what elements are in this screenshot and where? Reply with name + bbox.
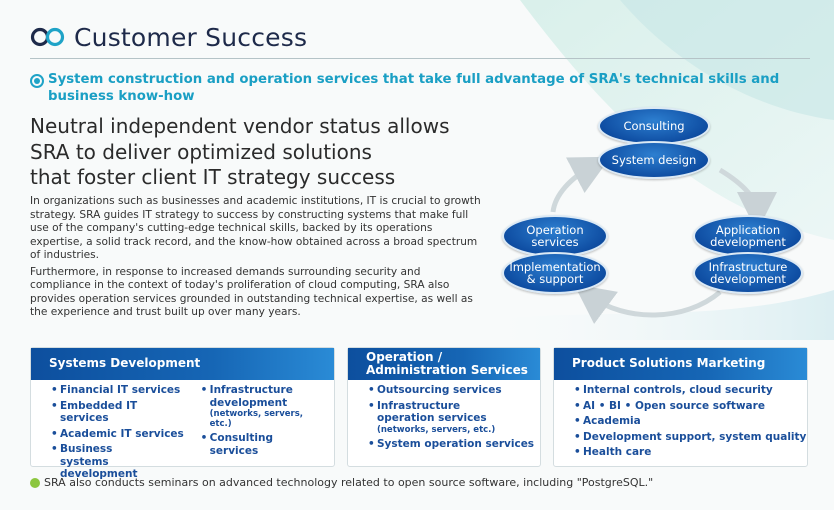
footnote-text: SRA also conducts seminars on advanced t…	[44, 476, 654, 489]
card-list-col-2: Infrastructure development (networks, se…	[201, 384, 322, 484]
card-list-col-1: Financial IT services Embedded IT servic…	[51, 384, 189, 484]
node-infrastructure-development-label: Infrastructure development	[708, 260, 788, 286]
page-header: Customer Success	[30, 20, 307, 54]
card-list: Internal controls, cloud security AI • B…	[574, 384, 806, 462]
lead-line-3: that foster client IT strategy success	[30, 165, 396, 189]
list-item-text: Infrastructure development	[209, 384, 293, 409]
body-paragraph-2: Furthermore, in response to increased de…	[30, 265, 473, 319]
service-cycle-diagram: Consulting System design Operation servi…	[495, 100, 825, 325]
list-item: Infrastructure operation services (netwo…	[368, 400, 518, 435]
list-item: Business systems development	[51, 443, 159, 481]
card-operation-administration: Operation / Administration Services Outs…	[347, 347, 541, 467]
footnote: SRA also conducts seminars on advanced t…	[30, 476, 653, 489]
list-item-note: (networks, servers, etc.)	[209, 409, 304, 429]
page-title: Customer Success	[74, 22, 308, 52]
body-paragraph-1: In organizations such as businesses and …	[30, 195, 481, 261]
lead-line-1: Neutral independent vendor status allows	[30, 114, 450, 138]
lead-heading: Neutral independent vendor status allows…	[30, 114, 480, 191]
card-title-line-1: Operation /	[366, 349, 443, 364]
body-text: In organizations such as businesses and …	[30, 195, 482, 323]
card-systems-development: Systems Development Financial IT service…	[30, 347, 335, 480]
node-implementation-support-label: Implementation & support	[509, 260, 601, 286]
card-title: Operation / Administration Services	[348, 348, 540, 380]
node-system-design: System design	[598, 141, 710, 179]
list-item: Development support, system quality	[574, 431, 806, 444]
node-operation-services-label: Operation services	[526, 223, 584, 249]
card-product-solutions: Product Solutions Marketing Internal con…	[553, 347, 808, 467]
list-item: Financial IT services	[51, 384, 189, 397]
list-item: AI • BI • Open source software	[574, 400, 806, 413]
list-item: Embedded IT services	[51, 400, 189, 425]
list-item: Health care	[574, 446, 806, 459]
section-subtitle: System construction and operation servic…	[30, 72, 790, 105]
node-application-development: Application development	[693, 215, 803, 257]
list-item: Academic IT services	[51, 428, 189, 441]
subtitle-text: System construction and operation servic…	[48, 72, 780, 104]
list-item: Infrastructure development (networks, se…	[201, 384, 322, 429]
list-item: Consulting services	[201, 432, 322, 457]
node-operation-services: Operation services	[502, 215, 608, 257]
list-item: Academia	[574, 415, 806, 428]
node-application-development-label: Application development	[710, 223, 786, 249]
lead-line-2: SRA to deliver optimized solutions	[30, 139, 372, 164]
green-bullet-icon	[30, 477, 40, 488]
card-title: Product Solutions Marketing	[554, 348, 807, 380]
card-title-line-2: Administration Services	[366, 363, 528, 377]
list-item: Internal controls, cloud security	[574, 384, 806, 397]
list-item-note: (networks, servers, etc.)	[377, 424, 496, 435]
card-title: Systems Development	[31, 348, 334, 380]
node-consulting: Consulting	[598, 107, 710, 145]
node-implementation-support: Implementation & support	[502, 252, 608, 294]
list-item: Outsourcing services	[368, 384, 534, 397]
title-divider	[30, 58, 810, 59]
list-item-text: Infrastructure operation services	[377, 399, 487, 425]
sra-loop-logo-icon	[30, 27, 65, 47]
card-list: Outsourcing services Infrastructure oper…	[368, 384, 534, 453]
list-item: System operation services	[368, 438, 534, 451]
node-infrastructure-development: Infrastructure development	[693, 252, 803, 294]
double-circle-icon	[30, 74, 44, 88]
cycle-arrow-icon	[550, 156, 777, 324]
